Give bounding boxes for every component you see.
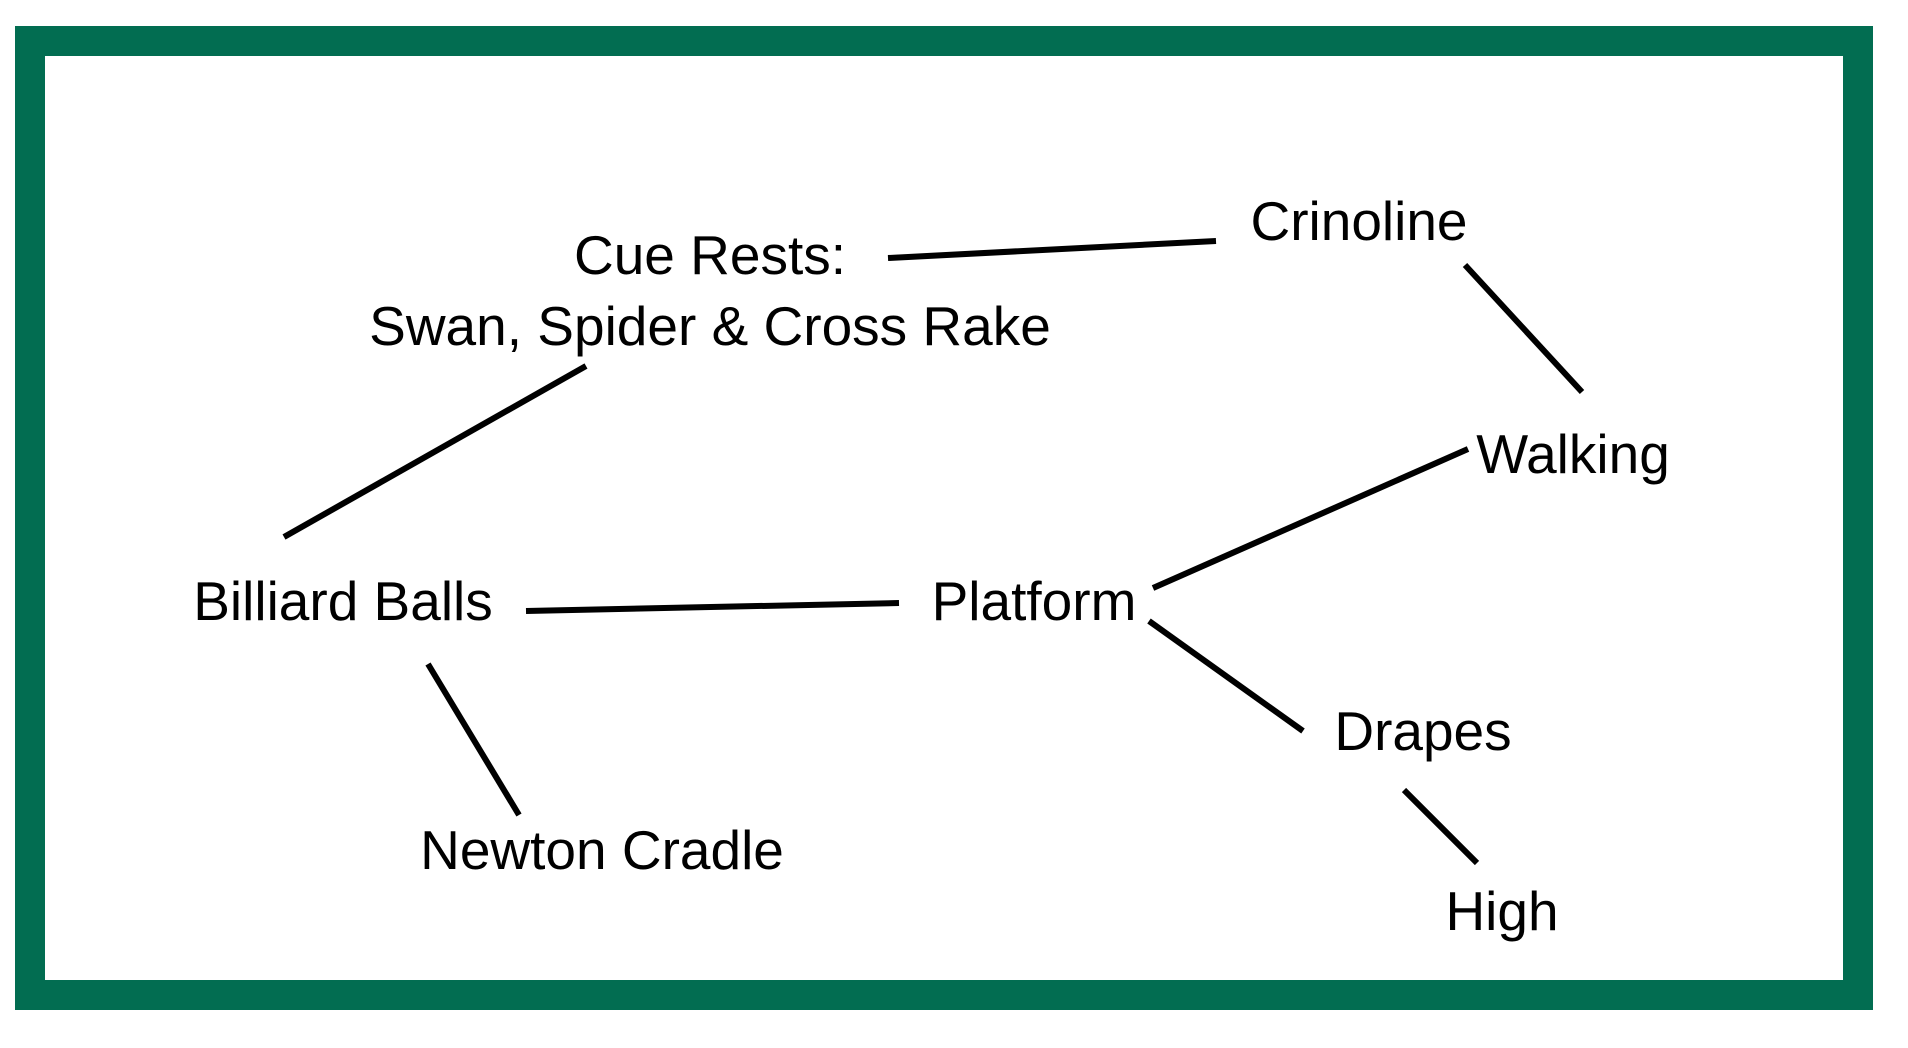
edge-platform-to-walking [1151, 446, 1470, 591]
node-cue-rests-subtitle: Swan, Spider & Cross Rake [369, 295, 1051, 357]
edge-cue-rests-to-billiard-balls [282, 363, 588, 540]
edge-drapes-to-high [1401, 787, 1480, 866]
edge-billiard-balls-to-newton-cradle [425, 662, 522, 817]
node-newton-cradle: Newton Cradle [420, 819, 784, 881]
node-drapes: Drapes [1334, 700, 1512, 762]
edge-billiard-balls-to-platform [525, 600, 900, 614]
diagram-frame [15, 26, 1873, 1010]
node-platform: Platform [931, 570, 1137, 632]
node-cue-rests: Cue Rests: Swan, Spider & Cross Rake [369, 220, 1051, 362]
node-crinoline: Crinoline [1250, 190, 1468, 252]
node-walking: Walking [1476, 423, 1670, 485]
node-cue-rests-title: Cue Rests: [573, 224, 847, 286]
edge-cue-rests-to-crinoline [887, 238, 1217, 261]
node-billiard-balls: Billiard Balls [193, 570, 493, 632]
edge-platform-to-drapes [1147, 618, 1305, 734]
node-high: High [1445, 880, 1559, 942]
edge-crinoline-to-walking [1462, 262, 1585, 395]
